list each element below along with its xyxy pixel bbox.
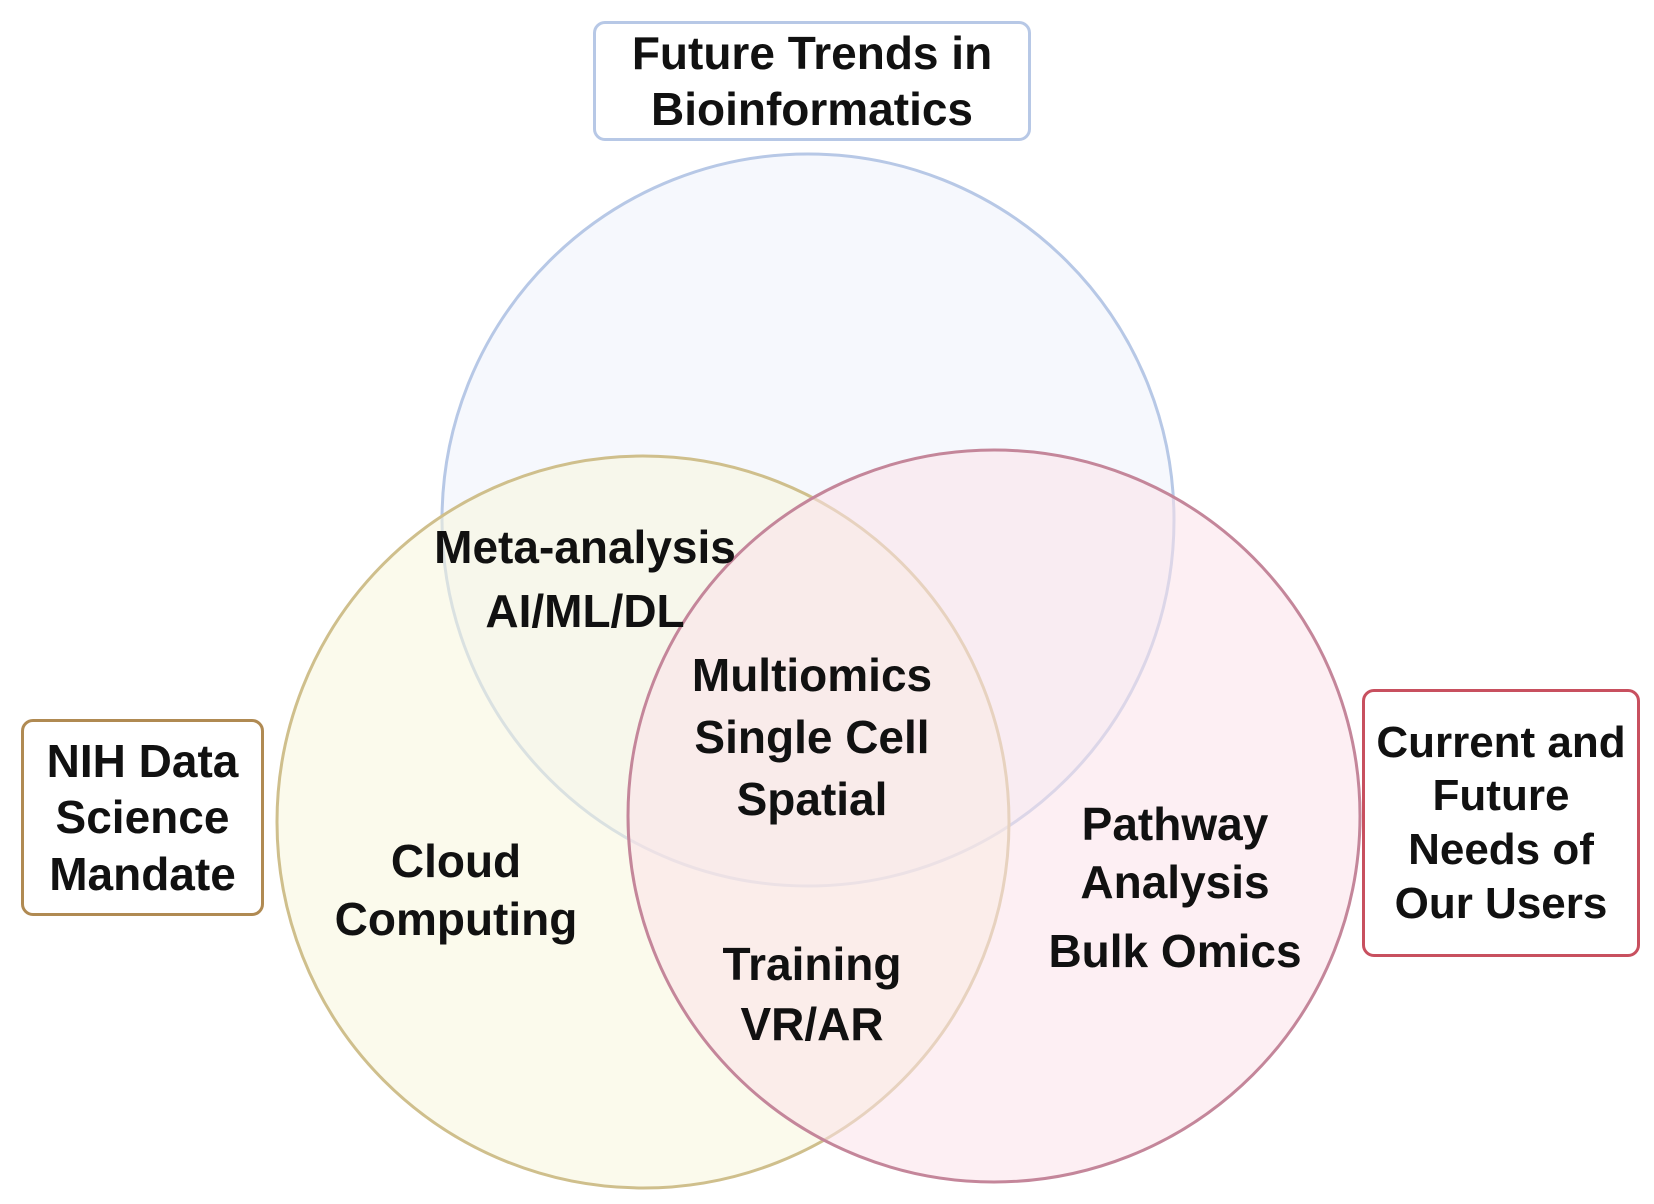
region-top-left: Meta-analysis AI/ML/DL — [434, 515, 736, 643]
label-user-needs-line-4: Our Users — [1394, 878, 1608, 928]
label-nih-mandate-line-1: NIH Data — [46, 735, 239, 788]
circle-user-needs — [626, 448, 1362, 1184]
region-left-right-line-2: VR/AR — [740, 998, 884, 1050]
region-left-right-line-1: Training — [722, 938, 902, 990]
label-future-trends-line-1: Future Trends in — [631, 26, 993, 79]
region-right-only-b: Bulk Omics — [1048, 922, 1301, 980]
region-top-left-line-1: Meta-analysis — [434, 521, 736, 573]
label-future-trends: Future Trends in Bioinformatics — [593, 21, 1031, 141]
label-nih-mandate: NIH Data Science Mandate — [21, 719, 264, 916]
label-future-trends-line-2: Bioinformatics — [650, 83, 974, 135]
region-left-only: Cloud Computing — [335, 832, 578, 948]
region-right-only-b-line-1: Bulk Omics — [1048, 925, 1302, 977]
region-center-line-3: Spatial — [736, 773, 888, 825]
region-right-only-a-line-1: Pathway — [1081, 798, 1269, 850]
region-left-only-line-1: Cloud — [390, 835, 522, 887]
label-nih-mandate-line-2: Science — [55, 791, 230, 844]
label-user-needs: Current and Future Needs of Our Users — [1362, 689, 1640, 957]
label-nih-mandate-line-3: Mandate — [49, 847, 236, 900]
region-left-only-line-2: Computing — [334, 893, 578, 945]
region-left-right: Training VR/AR — [723, 934, 902, 1054]
region-center-line-2: Single Cell — [694, 711, 930, 763]
region-center: Multiomics Single Cell Spatial — [692, 644, 932, 830]
region-center-line-1: Multiomics — [691, 649, 933, 701]
region-top-left-line-2: AI/ML/DL — [485, 585, 685, 637]
region-right-only-a-line-2: Analysis — [1080, 856, 1270, 908]
region-right-only-a: Pathway Analysis — [1080, 795, 1269, 911]
label-user-needs-line-1: Current and — [1376, 717, 1626, 767]
label-user-needs-line-2: Future — [1432, 771, 1570, 821]
label-user-needs-line-3: Needs of — [1408, 825, 1594, 874]
